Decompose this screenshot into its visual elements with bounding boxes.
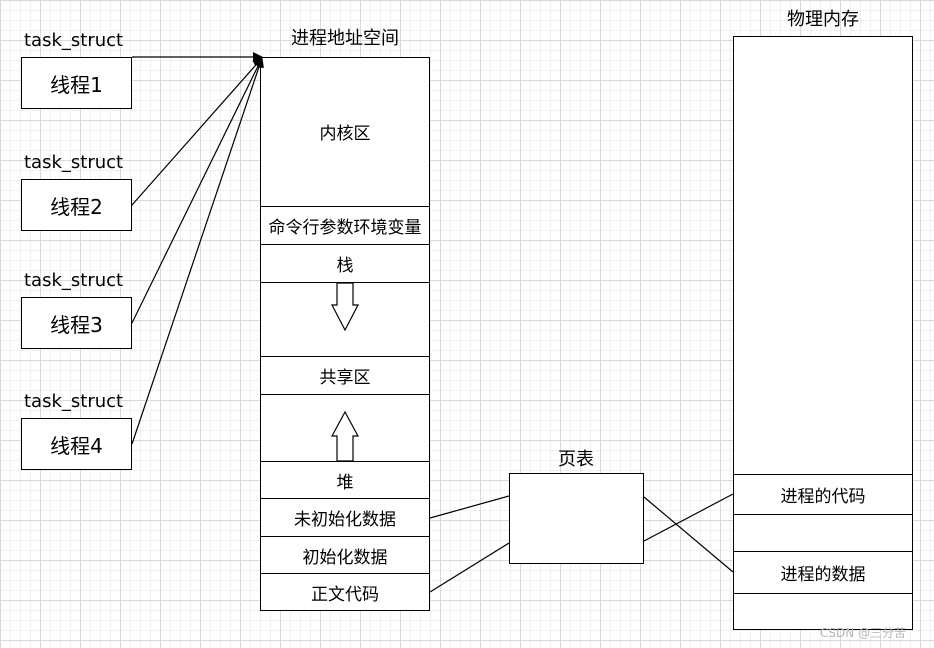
physical-block-data-label: 进程的数据 (780, 565, 866, 585)
thread-4-arrow (131, 57, 264, 445)
segment-kernel: 内核区 (260, 57, 430, 207)
segment-args-env: 命令行参数环境变量 (260, 206, 430, 245)
segment-bss-label: 未初始化数据 (294, 510, 396, 530)
thread-3-name: 线程3 (50, 312, 103, 337)
segment-args-env-label: 命令行参数环境变量 (268, 218, 422, 238)
segment-data: 初始化数据 (260, 536, 430, 574)
segment-stack-label: 栈 (336, 256, 354, 276)
thread-1-name: 线程1 (50, 72, 103, 97)
thread-4-name: 线程4 (50, 433, 103, 458)
segment-data-label: 初始化数据 (302, 547, 388, 568)
watermark: CSDN @三分苦 (820, 626, 907, 640)
physical-block-data: 进程的数据 (733, 551, 913, 594)
thread-3-arrow (131, 57, 263, 324)
thread-3-struct-label: task_struct (24, 270, 124, 291)
segment-heap: 堆 (260, 461, 430, 499)
physical-block-code: 进程的代码 (733, 474, 913, 515)
page-table-title: 页表 (558, 449, 594, 470)
text-to-page-table-line (429, 542, 510, 593)
segment-stack: 栈 (260, 244, 430, 283)
physical-memory-title: 物理内存 (787, 9, 859, 30)
page-table-to-code-line (643, 493, 734, 542)
thread-1-struct-label: task_struct (24, 30, 124, 51)
segment-bss: 未初始化数据 (260, 498, 430, 537)
address-space-title: 进程地址空间 (291, 28, 399, 49)
segment-shared: 共享区 (260, 356, 430, 395)
thread-4-box: 线程4 (21, 418, 132, 470)
segment-text-label: 正文代码 (311, 584, 379, 605)
segment-text: 正文代码 (260, 573, 430, 611)
page-table-box (509, 473, 644, 564)
thread-3-box: 线程3 (21, 297, 132, 349)
page-table-to-data-line (643, 496, 734, 573)
thread-4-struct-label: task_struct (24, 391, 124, 412)
segment-heap-label: 堆 (336, 472, 354, 493)
bss-to-page-table-line (429, 495, 510, 519)
thread-2-arrow (131, 57, 263, 206)
physical-block-empty-1 (733, 514, 913, 552)
thread-2-name: 线程2 (50, 194, 103, 219)
thread-2-box: 线程2 (21, 179, 132, 231)
thread-2-struct-label: task_struct (24, 152, 124, 173)
segment-kernel-label: 内核区 (319, 124, 371, 144)
thread-1-box: 线程1 (21, 57, 132, 109)
segment-shared-label: 共享区 (319, 368, 371, 388)
physical-block-code-label: 进程的代码 (780, 487, 866, 507)
